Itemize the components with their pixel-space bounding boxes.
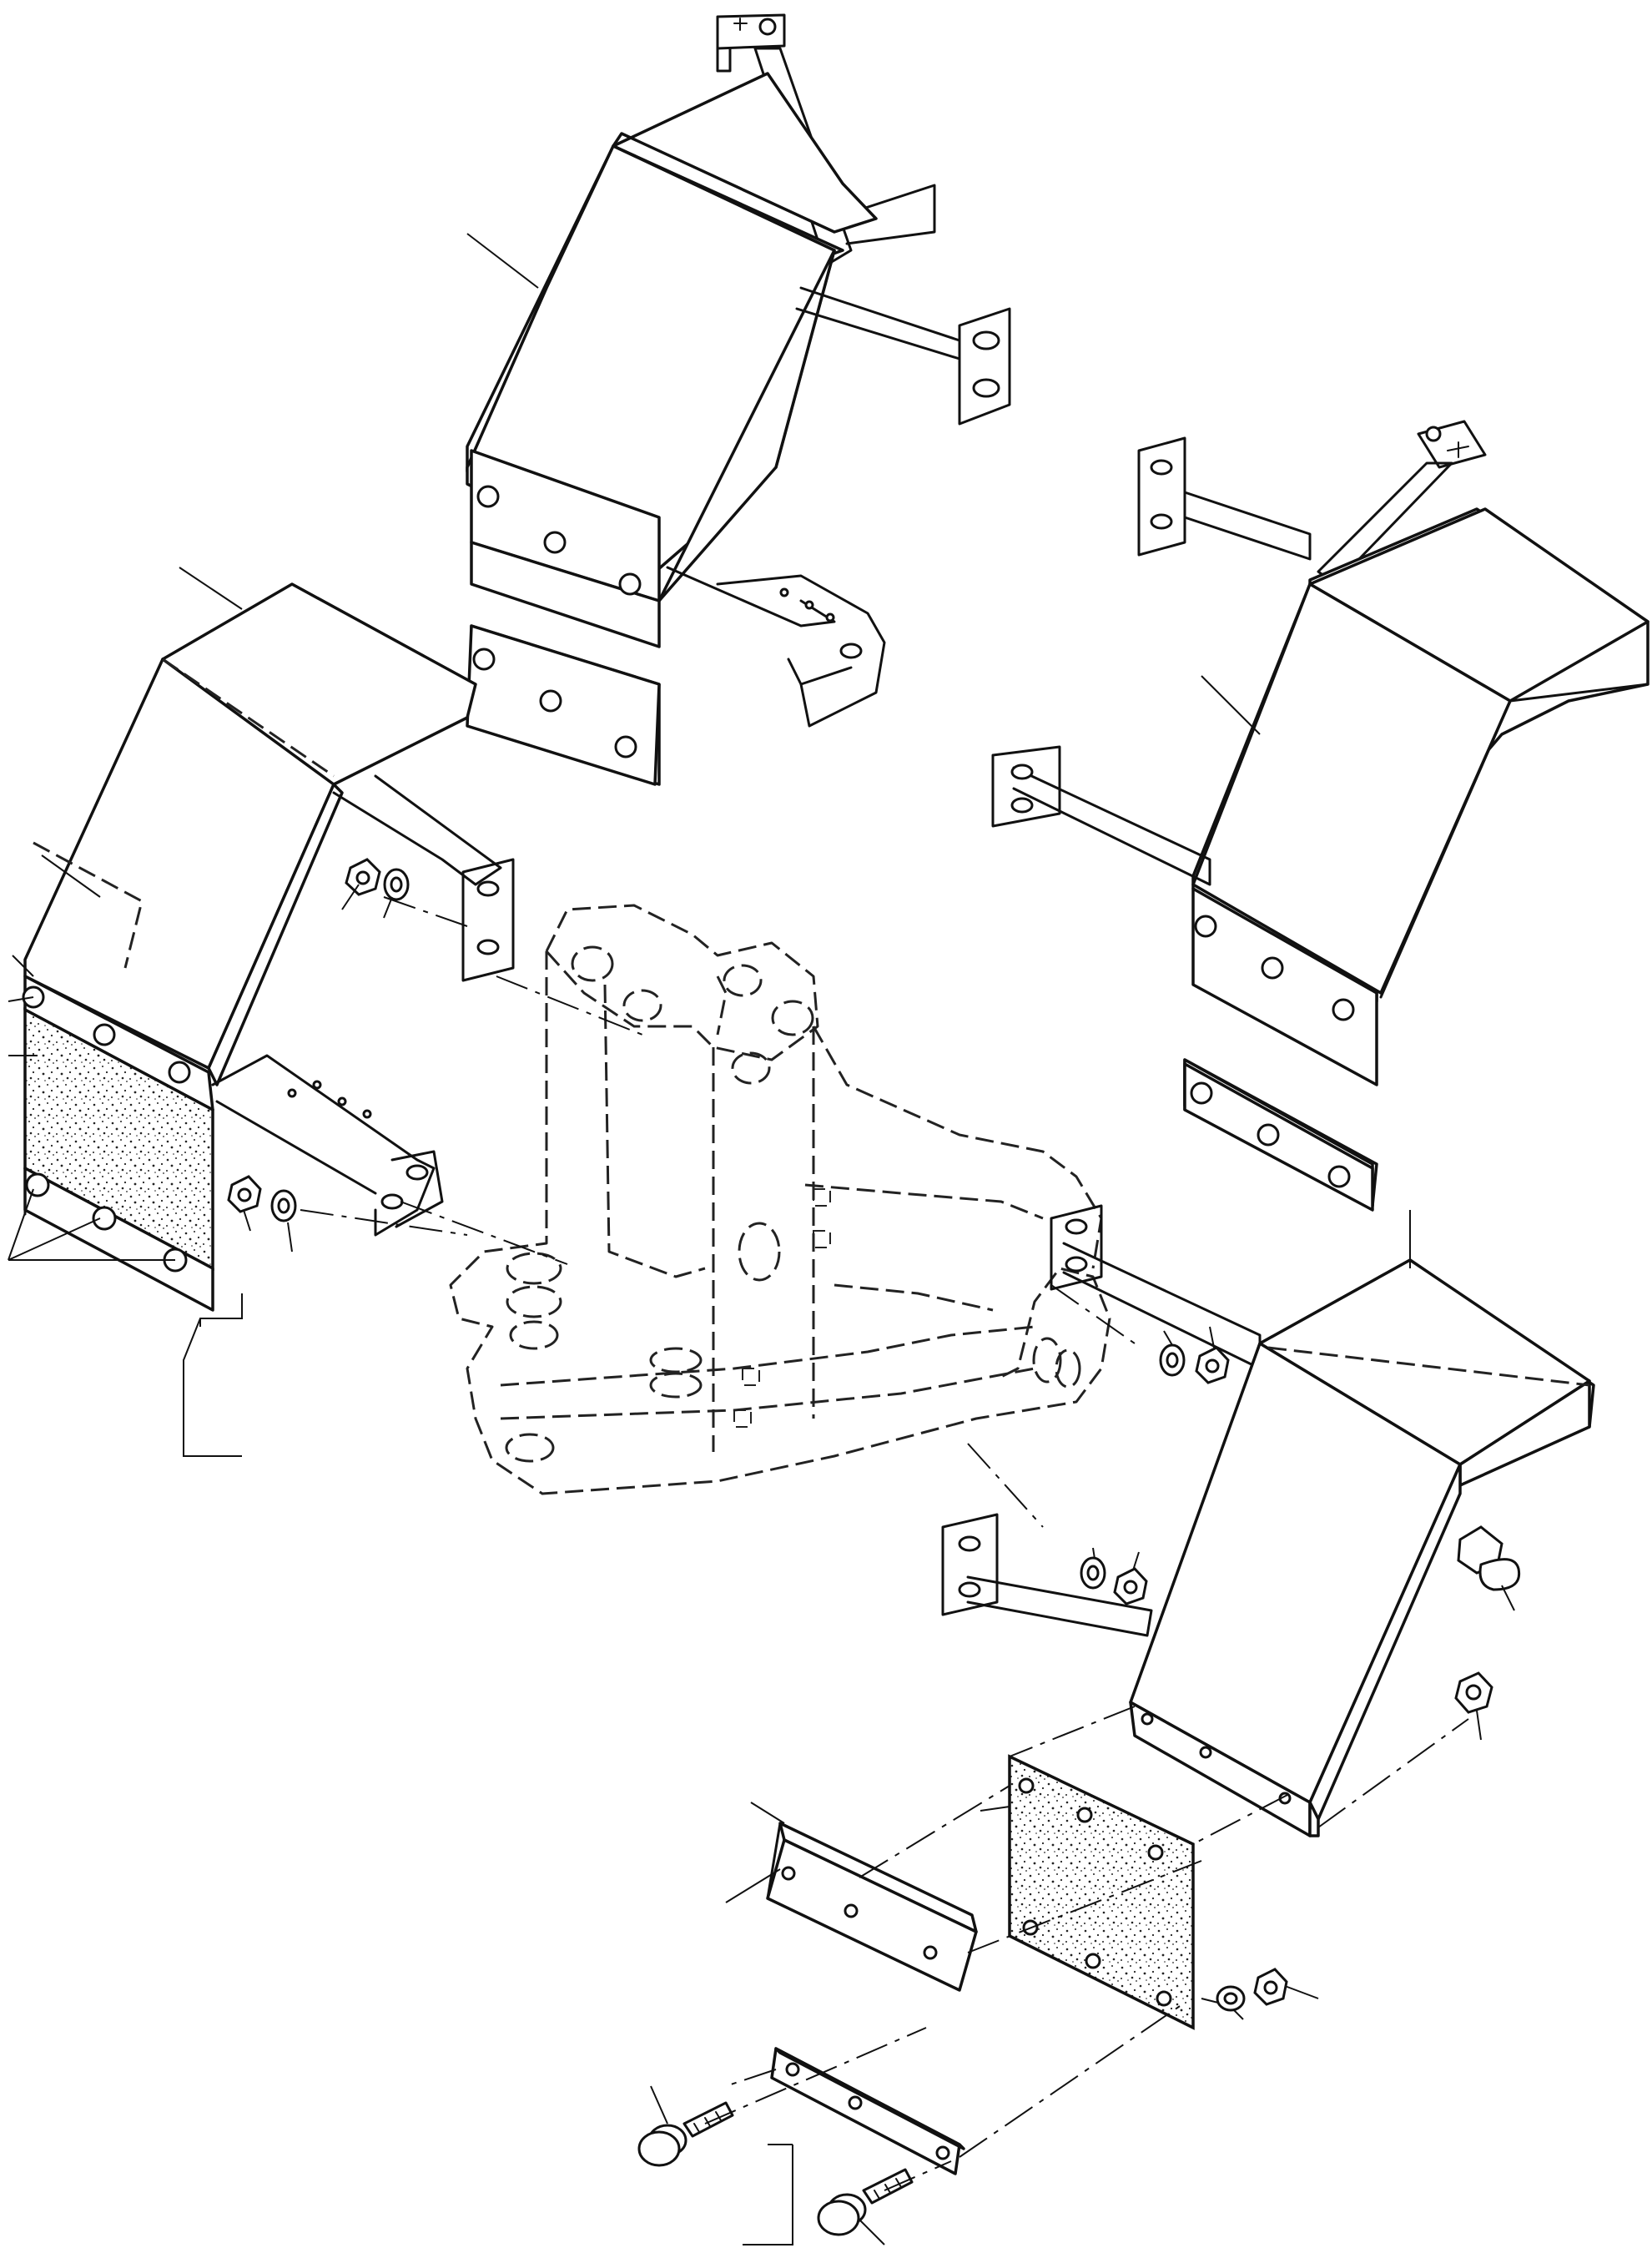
fender-rear-right (991, 420, 1649, 1212)
cap-nut (1457, 1525, 1521, 1591)
frame-ghost-outline (449, 904, 1111, 1495)
nuts-and-washers (227, 858, 1493, 2012)
fender-left-with-mud-flap (22, 582, 515, 1312)
flap-clamp-plate-upper (766, 1822, 978, 1992)
mud-flap (1008, 1754, 1195, 2030)
leader-lines (8, 233, 1515, 2245)
flap-clamp-plate-lower (770, 2047, 965, 2175)
fender-rear-upper (466, 13, 1011, 786)
alignment-lines (300, 896, 1469, 2191)
flange-bolts (637, 2101, 914, 2236)
fender-front-right-with-mud-flap (941, 1204, 1595, 1837)
